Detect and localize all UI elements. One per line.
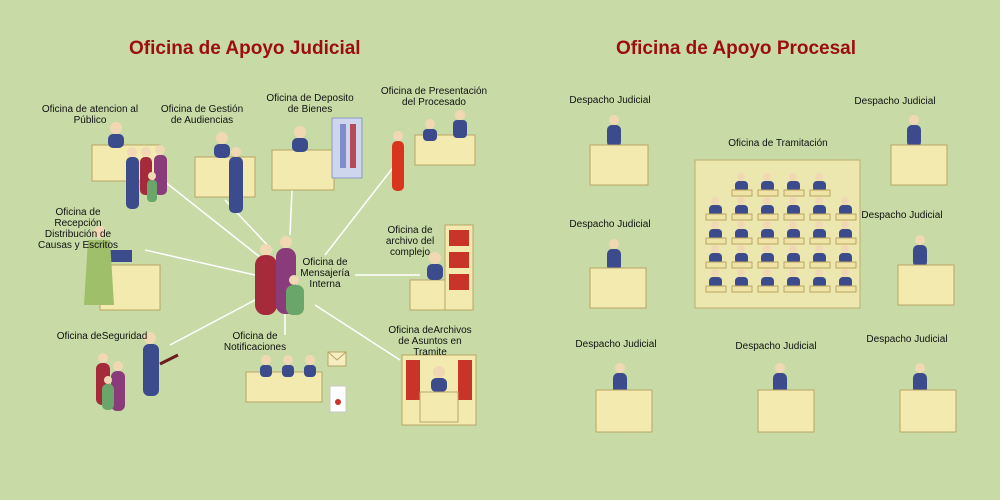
connector-deposito (289, 189, 293, 236)
clerk-figure (809, 269, 831, 293)
despacho-desk-3 (589, 239, 647, 309)
clerk-figure (809, 197, 831, 221)
clerk-figure (757, 245, 779, 269)
despacho-desk-7 (899, 363, 957, 433)
connector-seguridad (169, 299, 256, 346)
clerk-figure (835, 221, 857, 245)
clerk-figure (809, 245, 831, 269)
despacho-desk-1 (589, 115, 649, 186)
clerk-figure (835, 245, 857, 269)
clerk-figure (731, 221, 753, 245)
clerk-figure (731, 245, 753, 269)
label-despacho-6: Despacho Judicial (735, 341, 817, 352)
label-notificaciones: Oficina de Notificaciones (223, 331, 287, 353)
label-despacho-3: Despacho Judicial (569, 219, 651, 230)
clerk-figure (783, 197, 805, 221)
clerk-figure (731, 173, 753, 197)
clerk-figure (757, 197, 779, 221)
label-archivo-complejo: Oficina de archivo del complejo (385, 225, 435, 258)
clerk-figure (757, 221, 779, 245)
despacho-desk-5 (595, 363, 653, 433)
clerk-figure (705, 221, 727, 245)
mensajeria-scene (255, 236, 304, 315)
clerk-figure (783, 269, 805, 293)
seguridad-scene (96, 332, 179, 411)
connector-presentacion (324, 164, 396, 256)
clerk-figure (731, 197, 753, 221)
label-atencion: Oficina de atencion al Público (41, 104, 139, 126)
deposito-scene (271, 117, 363, 191)
clerk-figure (835, 269, 857, 293)
clerk-figure (835, 197, 857, 221)
notificaciones-scene (245, 351, 347, 413)
despacho-desk-6 (757, 363, 815, 433)
despacho-desk-2 (890, 115, 948, 186)
label-presentacion: Oficina de Presentación del Procesado (380, 86, 488, 108)
label-mensajeria: Oficina de Mensajería Interna (300, 257, 350, 290)
connector-archivos-tramite (314, 304, 401, 361)
clerk-figure (783, 173, 805, 197)
label-seguridad: Oficina deSeguridad (56, 331, 148, 342)
label-gestion: Oficina de Gestión de Audiencias (160, 104, 244, 126)
tramitacion-room (694, 159, 861, 309)
clerk-figure (783, 245, 805, 269)
connector-recepcion (144, 249, 256, 276)
archivos-tramite-scene (401, 354, 477, 426)
clerk-figure (809, 173, 831, 197)
gestion-scene (194, 132, 256, 213)
title-apoyo-judicial: Oficina de Apoyo Judicial (129, 38, 361, 59)
label-despacho-7: Despacho Judicial (866, 334, 948, 345)
clerk-figure (705, 197, 727, 221)
recepcion-scene (84, 226, 161, 311)
clerk-figure (783, 221, 805, 245)
label-despacho-5: Despacho Judicial (575, 339, 657, 350)
label-archivos-tramite: Oficina deArchivos de Asuntos en Tramite (388, 325, 472, 358)
clerk-figure (705, 245, 727, 269)
label-deposito: Oficina de Deposito de Bienes (266, 93, 354, 115)
clerk-figure (757, 269, 779, 293)
title-apoyo-procesal: Oficina de Apoyo Procesal (616, 38, 857, 59)
label-despacho-1: Despacho Judicial (569, 95, 651, 106)
label-tramitacion: Oficina de Tramitación (728, 138, 828, 149)
label-despacho-2: Despacho Judicial (854, 96, 936, 107)
clerk-figure (705, 269, 727, 293)
presentacion-scene (392, 110, 476, 191)
label-recepcion: Oficina de Recepción Distribución de Cau… (37, 207, 119, 251)
clerk-figure (809, 221, 831, 245)
despacho-desk-4 (897, 235, 955, 306)
connector-atencion (149, 169, 271, 266)
archivo-complejo-scene (409, 224, 474, 311)
label-despacho-4: Despacho Judicial (861, 210, 943, 221)
clerk-figure (731, 269, 753, 293)
clerk-figure (757, 173, 779, 197)
atencion-scene (91, 122, 167, 209)
